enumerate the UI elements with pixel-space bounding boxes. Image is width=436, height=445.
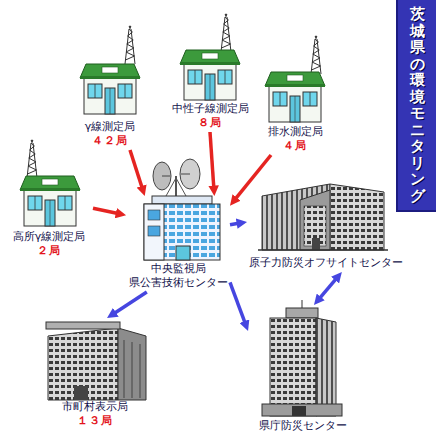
- central-building: [144, 204, 164, 260]
- offsite-center-building: [312, 238, 320, 250]
- municipal-building: [140, 344, 141, 398]
- high-gamma-station: [20, 140, 80, 226]
- title-panel: 茨城県の環境モニタリング: [396, 0, 436, 212]
- prefecture-tower: [302, 300, 303, 308]
- station-count: ４局: [283, 139, 307, 153]
- neutron-station: [221, 14, 231, 52]
- offsite-center-building: [258, 184, 388, 250]
- central-building: [152, 196, 212, 204]
- station-count: ８局: [198, 116, 222, 130]
- station-label: 市町村表示局: [62, 400, 128, 414]
- prefecture-tower: [270, 318, 316, 416]
- data-flow-arrow: [210, 132, 214, 189]
- prefecture-tower: [262, 404, 342, 416]
- station-label: 中央監視局: [151, 262, 206, 276]
- central-building: [180, 159, 200, 189]
- data-flow-arrow: [113, 292, 147, 314]
- station-node: 排水測定局４局: [255, 45, 335, 155]
- gamma-station: [80, 64, 140, 114]
- data-flow-arrow: [230, 282, 246, 324]
- station-label: 高所γ線測定局: [13, 230, 86, 244]
- gamma-station: [80, 26, 140, 114]
- municipal-building: [132, 342, 133, 398]
- station-count: １３局: [77, 414, 113, 428]
- station-label: 原子力防災オフサイトセンター: [249, 256, 403, 270]
- central-building: [144, 204, 220, 260]
- offsite-center-building: [330, 184, 384, 250]
- station-node: 原子力防災オフサイトセンター: [247, 172, 405, 272]
- prefecture-tower: [292, 406, 306, 416]
- title-text: 茨城県の環境モニタリング: [410, 6, 425, 204]
- central-building: [148, 226, 160, 236]
- offsite-center-building: [258, 249, 388, 251]
- station-count: ２局: [37, 244, 61, 258]
- data-flow-arrow: [130, 150, 143, 189]
- high-gamma-station: [27, 140, 37, 178]
- municipal-building: [74, 386, 88, 400]
- station-node: 市町村表示局１３局: [35, 318, 155, 430]
- data-flow-arrow: [319, 277, 338, 299]
- station-node: 中央監視局県公害技術センター: [126, 196, 230, 292]
- data-flow-arrow: [230, 223, 240, 225]
- data-flow-arrow: [93, 208, 119, 214]
- station-label: 中性子線測定局: [172, 102, 249, 116]
- high-gamma-station: [20, 176, 80, 226]
- gamma-station: [125, 26, 135, 64]
- station-label: 排水測定局: [268, 125, 323, 139]
- central-building: [144, 159, 220, 260]
- neutron-station: [180, 14, 240, 100]
- municipal-building: [118, 328, 146, 400]
- station-node: 高所γ線測定局２局: [5, 145, 93, 260]
- drainage-station: [265, 36, 325, 122]
- municipal-building: [124, 340, 125, 398]
- municipal-building: [46, 322, 146, 400]
- offsite-center-building: [300, 190, 330, 250]
- data-flow-arrow: [234, 155, 271, 200]
- drainage-station: [311, 36, 321, 74]
- municipal-building: [48, 328, 118, 400]
- station-label: γ線測定局: [85, 120, 136, 134]
- central-building: [153, 162, 171, 190]
- station-label: 県庁防災センター: [259, 419, 347, 433]
- prefecture-tower: [262, 300, 342, 416]
- station-node: 県庁防災センター: [248, 305, 358, 435]
- neutron-station: [180, 50, 240, 100]
- prefecture-tower: [316, 318, 336, 416]
- station-label: 県公害技術センター: [129, 276, 228, 290]
- station-count: ４２局: [92, 134, 128, 148]
- central-building: [162, 176, 170, 177]
- offsite-center-building: [262, 184, 330, 250]
- station-node: 中性子線測定局８局: [165, 12, 255, 132]
- drainage-station: [265, 72, 325, 122]
- station-node: γ線測定局４２局: [70, 22, 150, 150]
- connector-group: [93, 132, 337, 324]
- central-building: [181, 174, 190, 175]
- central-building: [176, 246, 190, 260]
- prefecture-tower: [286, 308, 318, 318]
- municipal-building: [46, 322, 120, 329]
- central-building: [148, 210, 160, 220]
